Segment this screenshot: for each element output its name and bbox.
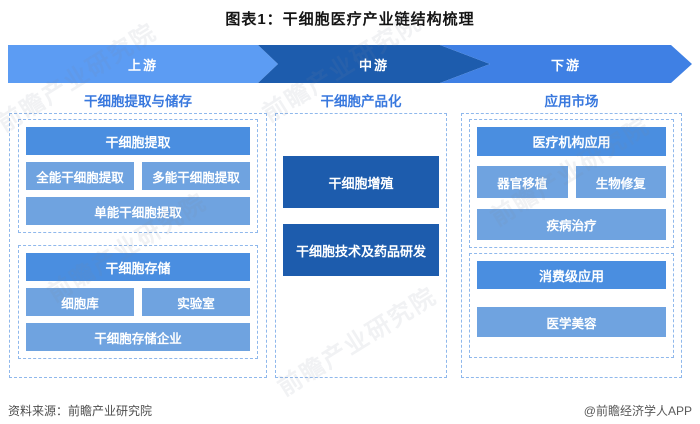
box-storage-enterprises: 干细胞存储企业	[26, 323, 250, 351]
column-downstream: 医疗机构应用 器官移植 生物修复 疾病治疗 消费级应用 医学美容	[461, 113, 682, 378]
page-title: 图表1：干细胞医疗产业链结构梳理	[225, 11, 475, 28]
group-stem-cell-extraction: 干细胞提取 全能干细胞提取 多能干细胞提取 单能干细胞提取	[18, 119, 258, 233]
group-stem-cell-storage: 干细胞存储 细胞库 实验室 干细胞存储企业	[18, 245, 258, 359]
group-consumer-application: 消费级应用 医学美容	[469, 253, 674, 358]
box-unipotent-extraction: 单能干细胞提取	[26, 197, 250, 225]
column-upstream: 干细胞提取 全能干细胞提取 多能干细胞提取 单能干细胞提取 干细胞存储 细胞库 …	[9, 113, 267, 378]
banner-midstream-label: 中游	[358, 57, 389, 73]
banner-upstream-label: 上游	[127, 57, 158, 73]
box-totipotent-extraction: 全能干细胞提取	[26, 162, 134, 190]
extraction-sub-row: 全能干细胞提取 多能干细胞提取	[26, 162, 250, 190]
box-stem-cell-storage: 干细胞存储	[26, 253, 250, 281]
box-organ-transplant: 器官移植	[477, 166, 568, 198]
box-pluripotent-extraction: 多能干细胞提取	[142, 162, 250, 190]
box-medical-institution-application: 医疗机构应用	[477, 127, 666, 156]
footer-credit: @前瞻经济学人APP	[583, 404, 692, 418]
box-disease-treatment: 疾病治疗	[477, 209, 666, 240]
box-consumer-application: 消费级应用	[477, 261, 666, 289]
box-bio-repair: 生物修复	[575, 166, 666, 198]
column-header-extraction-storage: 干细胞提取与储存	[84, 94, 192, 109]
storage-sub-row: 细胞库 实验室	[26, 288, 250, 316]
box-tech-drug-rnd: 干细胞技术及药品研发	[283, 224, 439, 276]
box-medical-beauty: 医学美容	[477, 307, 666, 337]
column-header-application-market: 应用市场	[544, 94, 599, 109]
medical-sub-row: 器官移植 生物修复	[477, 166, 666, 198]
banner-segment-midstream: 中游	[258, 45, 490, 83]
banner-downstream-label: 下游	[550, 57, 581, 73]
box-stem-cell-proliferation: 干细胞增殖	[283, 156, 439, 208]
group-medical-institution-application: 医疗机构应用 器官移植 生物修复 疾病治疗	[469, 119, 674, 248]
footer-source: 资料来源：前瞻产业研究院	[8, 404, 153, 418]
column-header-productization: 干细胞产品化	[320, 94, 402, 109]
box-cell-bank: 细胞库	[26, 288, 134, 316]
box-laboratory: 实验室	[142, 288, 250, 316]
banner-segment-upstream: 上游	[8, 45, 278, 83]
box-stem-cell-extraction: 干细胞提取	[26, 127, 250, 155]
industry-chain-arrow-banner: 上游 中游 下游	[8, 45, 692, 83]
column-midstream: 干细胞增殖 干细胞技术及药品研发	[275, 113, 447, 378]
